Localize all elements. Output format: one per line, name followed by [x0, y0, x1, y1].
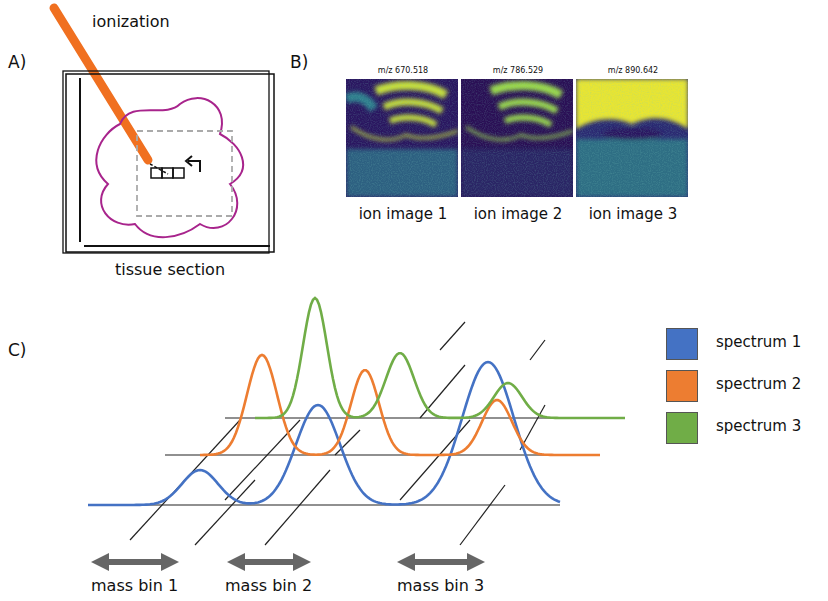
legend-text: spectrum 2	[716, 375, 801, 393]
mass-bin-label: mass bin 2	[225, 576, 312, 595]
ion-image-heatmap	[346, 79, 458, 197]
image-caption: ion image 2	[461, 205, 575, 223]
tissue-slide: tissue section	[60, 64, 280, 279]
ionization-label: ionization	[92, 12, 170, 31]
mz-title: m/z 786.529	[461, 66, 575, 75]
spectrum-axes	[88, 322, 625, 545]
spectrum-curves	[88, 298, 625, 505]
mass-bin-label: mass bin 1	[91, 576, 178, 595]
slide-illustration	[60, 64, 280, 259]
panel-letter: B)	[290, 52, 308, 72]
beam-line	[150, 164, 168, 174]
mz-title: m/z 890.642	[576, 66, 690, 75]
ion-image: m/z 786.529 ion image 2	[461, 66, 575, 223]
legend-swatch	[666, 370, 698, 402]
mass-bin-label: mass bin 3	[397, 576, 484, 595]
legend-swatch	[666, 412, 698, 444]
ion-image: m/z 670.518 ion image 1	[346, 66, 460, 223]
slide-caption: tissue section	[60, 260, 280, 279]
spectrum-curve	[88, 362, 560, 505]
ion-image-heatmap	[461, 79, 573, 197]
mass-bin-arrows	[100, 559, 476, 565]
legend-text: spectrum 3	[716, 417, 801, 435]
panel-letter: C)	[8, 340, 27, 360]
ion-image: m/z 890.642 ion image 3	[576, 66, 690, 223]
legend-swatch	[666, 328, 698, 360]
ion-image-heatmap	[576, 79, 688, 197]
image-caption: ion image 3	[576, 205, 690, 223]
image-caption: ion image 1	[346, 205, 460, 223]
legend-text: spectrum 1	[716, 333, 801, 351]
spectrum-curve	[200, 355, 600, 455]
mz-title: m/z 670.518	[346, 66, 460, 75]
panel-letter: A)	[8, 52, 26, 72]
spectrum-curve	[255, 298, 625, 418]
